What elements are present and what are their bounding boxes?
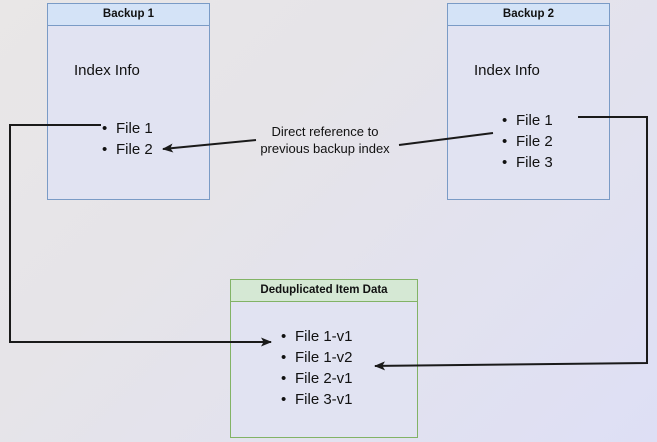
list-item: File 1: [502, 110, 553, 131]
node-backup-2-title: Backup 2: [448, 4, 609, 26]
node-backup-1-title: Backup 1: [48, 4, 209, 26]
node-dedup-body: File 1-v1 File 1-v2 File 2-v1 File 3-v1: [231, 302, 417, 437]
backup-2-index-info-label: Index Info: [474, 62, 540, 79]
backup-1-file-list: File 1 File 2: [100, 118, 153, 160]
backup-2-file-list: File 1 File 2 File 3: [500, 110, 553, 173]
list-item: File 1-v1: [281, 326, 352, 347]
list-item: File 3-v1: [281, 389, 352, 410]
node-dedup-title: Deduplicated Item Data: [231, 280, 417, 302]
node-backup-1[interactable]: Backup 1 Index Info File 1 File 2: [47, 3, 210, 200]
node-backup-1-body: Index Info File 1 File 2: [48, 26, 209, 199]
list-item: File 2: [502, 131, 553, 152]
node-backup-2[interactable]: Backup 2 Index Info File 1 File 2 File 3: [447, 3, 610, 200]
list-item: File 3: [502, 152, 553, 173]
dedup-file-list: File 1-v1 File 1-v2 File 2-v1 File 3-v1: [279, 326, 352, 410]
list-item: File 2-v1: [281, 368, 352, 389]
list-item: File 2: [102, 139, 153, 160]
list-item: File 1-v2: [281, 347, 352, 368]
list-item: File 1: [102, 118, 153, 139]
node-backup-2-body: Index Info File 1 File 2 File 3: [448, 26, 609, 199]
node-deduplicated-item-data[interactable]: Deduplicated Item Data File 1-v1 File 1-…: [230, 279, 418, 438]
edge-label-direct-reference: Direct reference to previous backup inde…: [260, 124, 390, 156]
backup-1-index-info-label: Index Info: [74, 62, 140, 79]
